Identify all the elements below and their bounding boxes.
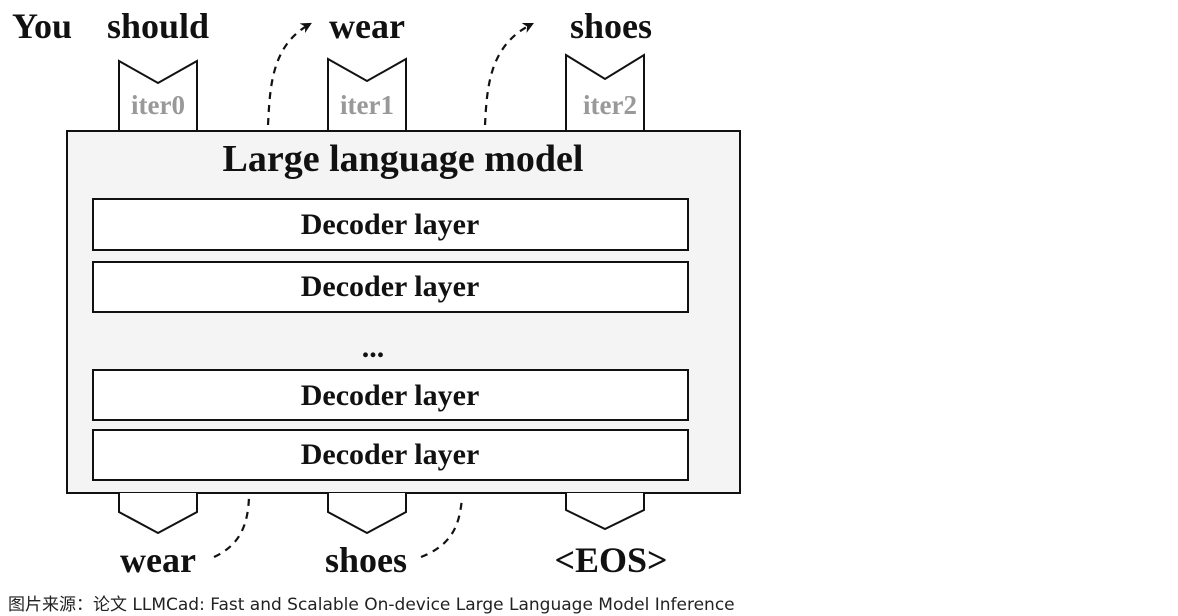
iter2-output-port: [565, 493, 645, 531]
input-token-wear: wear: [329, 6, 405, 46]
iter1-input-port: [327, 57, 407, 132]
input-token-shoes: shoes: [570, 6, 652, 46]
decoder-layer-3: [92, 369, 689, 421]
iter2-label: iter2: [583, 90, 637, 120]
iter0-input-port: [118, 59, 198, 132]
decoder-layer-2: [92, 261, 689, 313]
output-token-wear: wear: [120, 540, 196, 580]
iter0-label: iter0: [131, 90, 185, 120]
decoder-layer-3-label: Decoder layer: [301, 379, 480, 412]
decoder-layer-1-label: Decoder layer: [301, 208, 480, 241]
iter1-label: iter1: [340, 90, 394, 120]
decoder-ellipsis: ...: [362, 331, 385, 364]
output-token-eos: <EOS>: [554, 540, 667, 580]
feedback-line-from-wear: [213, 496, 251, 558]
iter0-output-port: [118, 493, 198, 535]
iter1-output-port: [327, 493, 407, 535]
input-token-you: You: [12, 6, 72, 46]
decoder-layer-2-label: Decoder layer: [301, 270, 480, 303]
decoder-layer-4-label: Decoder layer: [301, 438, 480, 471]
feedback-arrow-to-wear: [266, 22, 312, 126]
decoder-layer-4: [92, 429, 689, 481]
feedback-line-from-shoes: [420, 496, 464, 559]
iter2-input-port: [565, 53, 645, 132]
figure-caption: 图片来源：论文 LLMCad: Fast and Scalable On-dev…: [8, 595, 735, 615]
output-token-shoes: shoes: [325, 540, 407, 580]
input-token-should: should: [107, 6, 209, 46]
decoder-layer-1: [92, 198, 689, 251]
feedback-arrow-to-shoes: [483, 23, 534, 126]
llm-title: Large language model: [223, 138, 584, 180]
